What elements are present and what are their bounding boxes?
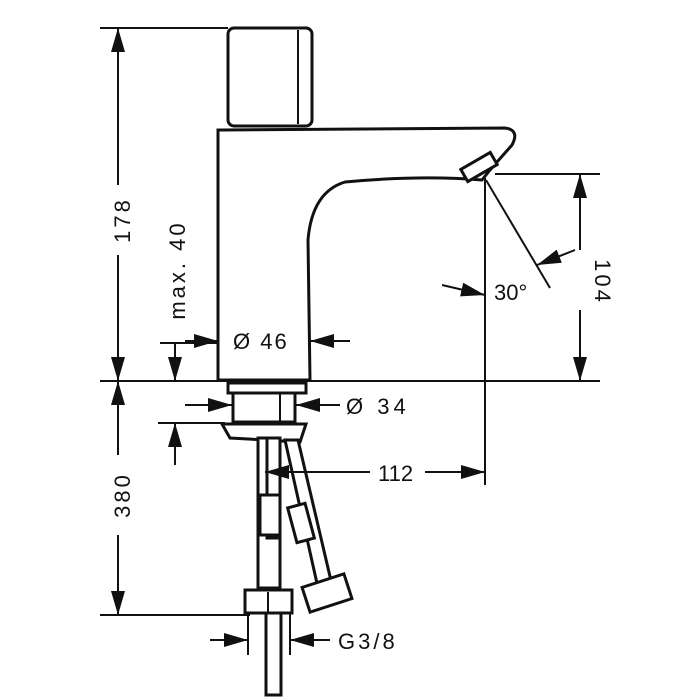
dim-label-30deg: 30° — [494, 280, 527, 305]
hose-nut — [300, 571, 354, 615]
dim-label-178: 178 — [110, 197, 135, 243]
mounting-parts — [219, 381, 354, 697]
dim-label-104: 104 — [590, 259, 615, 305]
handle-button — [226, 26, 314, 128]
faucet-body — [216, 26, 517, 382]
dim-label-g38: G3/8 — [338, 629, 398, 654]
dim-label-max40: max. 40 — [165, 220, 190, 319]
dim-label-d46: Ø 46 — [233, 329, 289, 354]
dim-label-380: 380 — [110, 472, 135, 518]
dimension-lines — [111, 28, 587, 647]
connection-tube — [264, 611, 283, 697]
aerator-nozzle — [458, 150, 500, 184]
dim-label-112: 112 — [378, 461, 413, 486]
dim-label-d34: Ø 34 — [346, 394, 410, 419]
